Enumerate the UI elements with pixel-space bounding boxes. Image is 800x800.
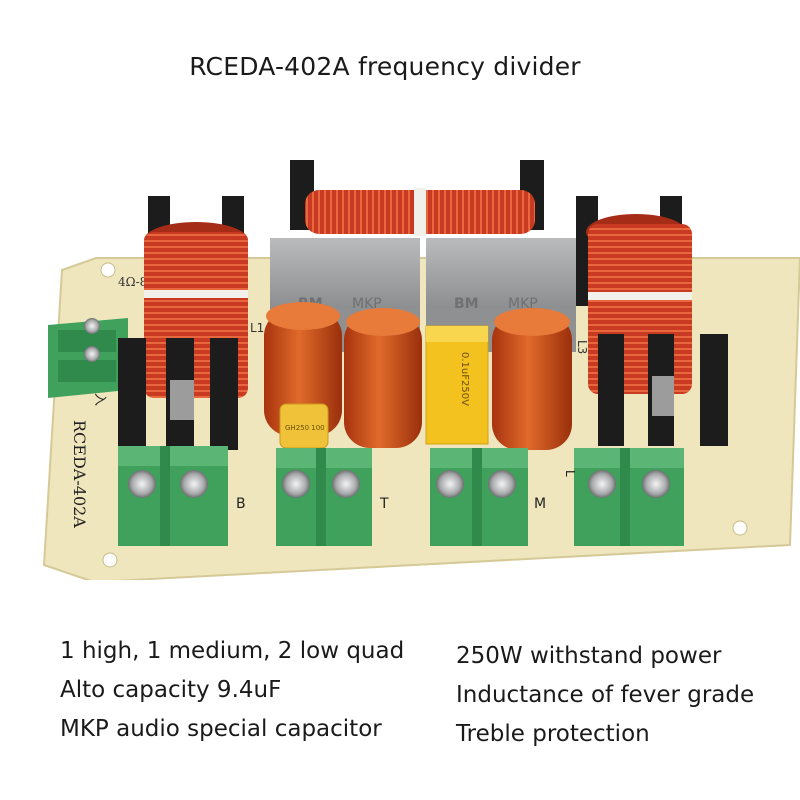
capacitor-type: MKP [352,296,382,312]
inductor-top [290,160,544,236]
product-title: RCEDA-402A frequency divider [189,52,581,81]
input-terminal-block [48,318,128,398]
feature-item: 250W withstand power [456,643,722,669]
yellow-film-capacitor: 0.1uF250V [425,325,489,445]
model-print: RCEDA-402A [70,420,89,528]
small-yellow-capacitor: GH250 100 [279,403,329,449]
mount-hole [732,520,748,536]
terminal-label-m: M [534,496,546,512]
capacitor-brand: BM [454,296,479,312]
orange-capacitor-2 [344,308,422,448]
mount-hole [100,262,116,278]
terminal-label-l: L [563,470,577,477]
mount-hole [102,552,118,568]
orange-capacitor-3 [492,308,572,450]
terminal-label-b: B [236,496,246,512]
svg-text:0.1uF250V: 0.1uF250V [459,352,470,406]
coil-label-l3: L3 [575,340,589,354]
features-left-list: 1 high, 1 medium, 2 low quad Alto capaci… [60,632,404,749]
feature-item: 1 high, 1 medium, 2 low quad [60,638,405,664]
inductor-l3: L3 [575,196,728,446]
feature-item: Treble protection [456,721,650,747]
capacitor-type: MKP [508,296,538,312]
feature-item: Inductance of fever grade [456,682,755,708]
feature-item: Alto capacity 9.4uF [60,677,282,703]
inductor-l1: L1 [118,196,264,450]
terminal-block-treble: T [276,448,389,546]
features-right-list: 250W withstand power Inductance of fever… [456,637,754,754]
terminal-block-bass: B [118,446,246,546]
svg-text:GH250 100: GH250 100 [285,424,325,432]
feature-item: MKP audio special capacitor [60,716,382,742]
terminal-block-mid: M [430,448,546,546]
coil-label-l1: L1 [250,321,264,335]
terminal-label-t: T [379,496,389,512]
terminal-block-low: L [563,448,684,546]
crossover-board-photo: 4Ω-8Ω RCEDA-402A 输入 L1 BM MKP [42,160,800,580]
